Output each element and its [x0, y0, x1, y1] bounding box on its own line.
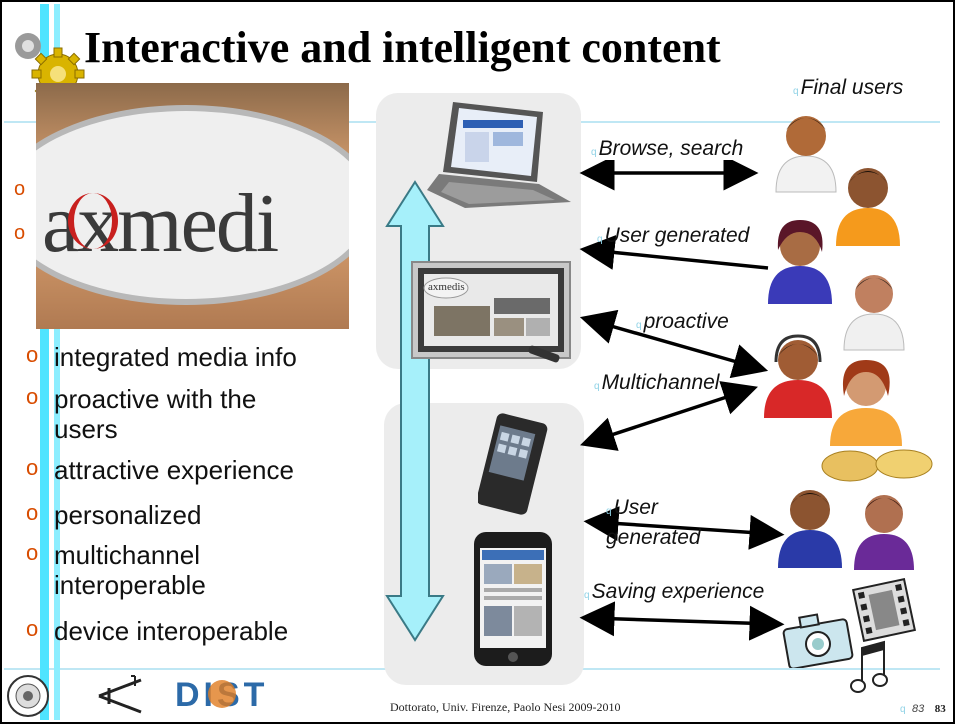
interaction-arrows — [579, 160, 785, 641]
bullet-text: attractive experience — [54, 455, 294, 485]
label-user-generated-2: qUser generated — [606, 495, 726, 551]
q-mark: q — [793, 86, 799, 97]
q-mark: q — [597, 234, 603, 245]
speech-bubbles-icon — [821, 449, 933, 482]
user-icon — [854, 495, 914, 570]
hidden-bullet-1: o — [14, 178, 26, 200]
page-number: q 83 83 — [900, 699, 946, 717]
label-text: User generated — [604, 224, 750, 247]
page-number-italic: 83 — [912, 703, 925, 715]
bullet-text: device interoperable — [54, 616, 289, 646]
iphone-icon — [474, 532, 552, 666]
label-text: Final users — [800, 76, 904, 99]
bullet-attractive: o attractive experience — [26, 455, 324, 485]
label-multichannel: qMultichannel — [594, 371, 719, 395]
q-mark: q — [636, 320, 642, 331]
label-text: Multichannel — [601, 371, 720, 394]
film-icon — [852, 578, 916, 642]
logo-x-accent — [68, 193, 118, 249]
tv-logo-text: axmedis — [428, 281, 465, 293]
bullet-device: o device interoperable — [26, 616, 324, 646]
user-icon — [836, 168, 900, 246]
slide-title: Interactive and intelligent content — [84, 23, 721, 72]
label-proactive: qproactive — [636, 310, 729, 334]
smartphone-icon — [478, 413, 548, 515]
user-icon — [764, 334, 832, 418]
bullet-multichannel: o multichannel interoperable — [26, 540, 274, 600]
hidden-bullet-2: o — [14, 222, 26, 244]
bullet-text: multichannel interoperable — [54, 540, 206, 600]
page-number-bold: 83 — [934, 703, 946, 715]
q-mark: q — [900, 704, 906, 715]
left-accent-bar — [40, 4, 49, 720]
drawing-compass-logo-icon — [98, 675, 142, 714]
vertical-double-arrow — [385, 180, 445, 642]
bullet-marker: o — [26, 616, 39, 641]
user-icon — [843, 275, 905, 351]
bullet-marker: o — [26, 342, 39, 367]
label-text: Browse, search — [598, 137, 744, 160]
axmedia-logo-image: axmedi — [36, 83, 349, 329]
bullet-marker: o — [26, 384, 39, 409]
user-icon — [775, 116, 837, 193]
arrow-proactive — [579, 309, 769, 379]
q-mark: q — [584, 590, 590, 601]
arrow-saving-experience — [579, 601, 785, 641]
university-seal-icon — [7, 675, 49, 717]
footer-text: Dottorato, Univ. Firenze, Paolo Nesi 200… — [390, 700, 621, 714]
bullet-personalized: o personalized — [26, 500, 304, 530]
bullet-text: personalized — [54, 500, 202, 530]
dist-logo-icon: DIST — [175, 676, 285, 716]
label-user-generated-1: qUser generated — [597, 224, 749, 248]
music-note-icon — [850, 640, 888, 693]
label-text: Saving experience — [591, 580, 765, 603]
q-mark: q — [606, 506, 612, 517]
bullet-text: integrated media info — [54, 342, 297, 372]
laptop-icon — [427, 102, 571, 208]
label-final-users: qFinal users — [793, 76, 903, 100]
bullet-text: proactive with the users — [54, 384, 257, 444]
q-mark: q — [594, 381, 600, 392]
bullet-marker: o — [26, 455, 39, 480]
q-mark: q — [591, 147, 597, 158]
bullet-proactive: o proactive with the users — [26, 384, 304, 444]
dist-logo-globe — [208, 680, 236, 708]
label-text: proactive — [643, 310, 729, 333]
bullet-integrated-media: o integrated media info — [26, 342, 304, 372]
user-icon — [830, 360, 902, 446]
arrow-user-generated-2 — [583, 506, 785, 550]
camera-icon — [782, 613, 854, 668]
user-icon — [778, 490, 842, 568]
arrow-user-generated-1 — [579, 235, 769, 270]
label-saving-experience: qSaving experience — [584, 580, 764, 604]
label-browse-search: qBrowse, search — [591, 137, 743, 161]
label-text: User generated — [606, 496, 701, 549]
bullet-marker: o — [26, 540, 39, 565]
user-icons-group — [764, 116, 933, 570]
tv-icon — [411, 261, 571, 363]
user-icon — [768, 220, 832, 304]
bullet-marker: o — [26, 500, 39, 525]
left-accent-bar-2 — [54, 4, 60, 720]
arrow-multichannel — [580, 381, 758, 451]
